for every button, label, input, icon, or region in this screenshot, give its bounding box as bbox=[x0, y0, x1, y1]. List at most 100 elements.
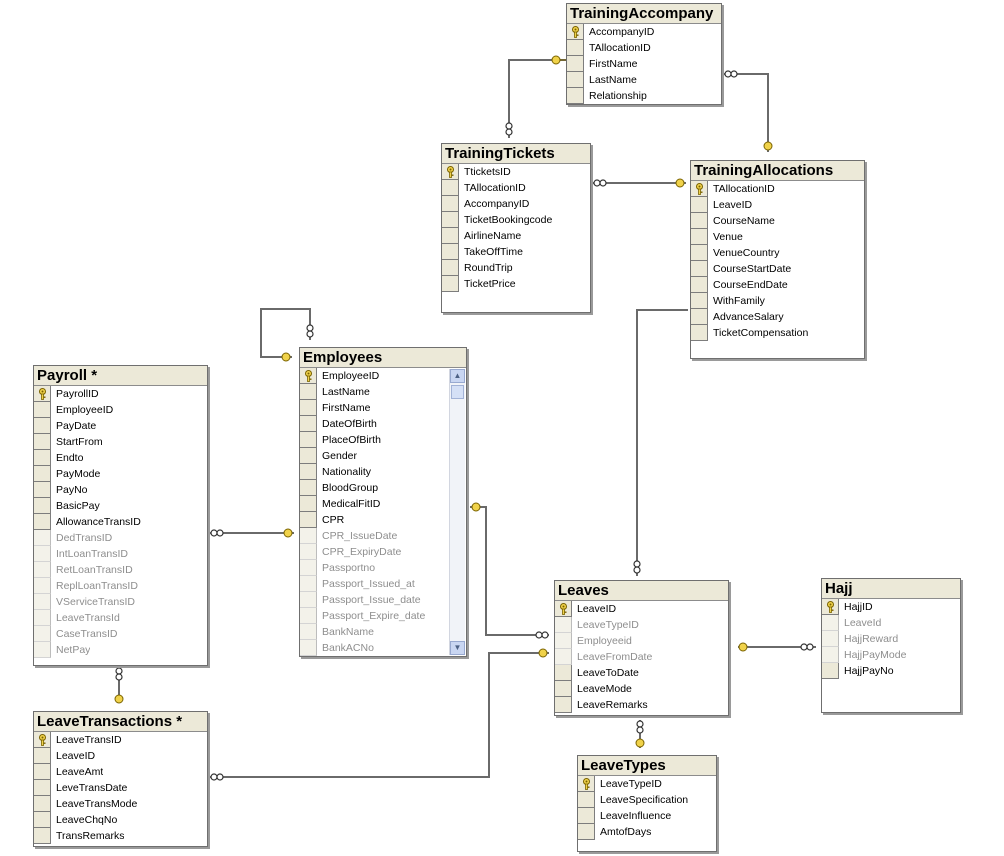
table-title[interactable]: Leaves bbox=[555, 581, 728, 601]
row-selector[interactable] bbox=[555, 617, 572, 633]
table-title[interactable]: Payroll * bbox=[34, 366, 207, 386]
row-selector[interactable] bbox=[300, 624, 317, 640]
column-row[interactable]: PayMode bbox=[34, 466, 207, 482]
row-selector[interactable] bbox=[442, 180, 459, 196]
scroll-up-icon[interactable]: ▲ bbox=[450, 369, 465, 383]
column-row[interactable]: LeaveChqNo bbox=[34, 812, 207, 828]
row-selector[interactable] bbox=[822, 663, 839, 679]
column-row[interactable]: Gender bbox=[300, 448, 466, 464]
column-row[interactable]: TicketBookingcode bbox=[442, 212, 590, 228]
primary-key-icon[interactable] bbox=[822, 599, 839, 615]
column-row[interactable]: DedTransID bbox=[34, 530, 207, 546]
table-title[interactable]: TrainingAccompany bbox=[567, 4, 721, 24]
row-selector[interactable] bbox=[300, 640, 317, 656]
row-selector[interactable] bbox=[34, 642, 51, 658]
column-row[interactable]: Relationship bbox=[567, 88, 721, 104]
column-row[interactable]: PayDate bbox=[34, 418, 207, 434]
primary-key-icon[interactable] bbox=[567, 24, 584, 40]
row-selector[interactable] bbox=[567, 56, 584, 72]
column-row[interactable]: TicketCompensation bbox=[691, 325, 864, 341]
column-row[interactable]: EmployeeID bbox=[34, 402, 207, 418]
primary-key-icon[interactable] bbox=[34, 386, 51, 402]
primary-key-icon[interactable] bbox=[34, 732, 51, 748]
table-title[interactable]: Employees bbox=[300, 348, 466, 368]
column-row[interactable]: PayNo bbox=[34, 482, 207, 498]
column-row[interactable]: LeaveAmt bbox=[34, 764, 207, 780]
column-row[interactable]: RetLoanTransID bbox=[34, 562, 207, 578]
row-selector[interactable] bbox=[691, 325, 708, 341]
column-row[interactable]: CaseTransID bbox=[34, 626, 207, 642]
row-selector[interactable] bbox=[555, 697, 572, 713]
column-row[interactable]: LeaveMode bbox=[555, 681, 728, 697]
column-row[interactable]: StartFrom bbox=[34, 434, 207, 450]
table-title[interactable]: LeaveTypes bbox=[578, 756, 716, 776]
row-selector[interactable] bbox=[34, 610, 51, 626]
column-row[interactable]: LeveTransDate bbox=[34, 780, 207, 796]
row-selector[interactable] bbox=[578, 824, 595, 840]
row-selector[interactable] bbox=[34, 764, 51, 780]
column-row[interactable]: VenueCountry bbox=[691, 245, 864, 261]
row-selector[interactable] bbox=[34, 498, 51, 514]
column-row[interactable]: TAllocationID bbox=[567, 40, 721, 56]
row-selector[interactable] bbox=[300, 544, 317, 560]
primary-key-icon[interactable] bbox=[442, 164, 459, 180]
row-selector[interactable] bbox=[300, 448, 317, 464]
row-selector[interactable] bbox=[300, 384, 317, 400]
primary-key-icon[interactable] bbox=[300, 368, 317, 384]
row-selector[interactable] bbox=[300, 400, 317, 416]
column-row[interactable]: AmtofDays bbox=[578, 824, 716, 840]
column-row[interactable]: HajjPayNo bbox=[822, 663, 960, 679]
row-selector[interactable] bbox=[691, 309, 708, 325]
column-row[interactable]: Employeeid bbox=[555, 633, 728, 649]
column-row[interactable]: AdvanceSalary bbox=[691, 309, 864, 325]
column-row[interactable]: CourseEndDate bbox=[691, 277, 864, 293]
column-row[interactable]: LeaveInfluence bbox=[578, 808, 716, 824]
column-row[interactable]: LeaveSpecification bbox=[578, 792, 716, 808]
row-selector[interactable] bbox=[34, 530, 51, 546]
row-selector[interactable] bbox=[691, 229, 708, 245]
row-selector[interactable] bbox=[300, 608, 317, 624]
row-selector[interactable] bbox=[567, 88, 584, 104]
row-selector[interactable] bbox=[300, 416, 317, 432]
row-selector[interactable] bbox=[34, 626, 51, 642]
column-row[interactable]: LeaveTransId bbox=[34, 610, 207, 626]
column-row[interactable]: BloodGroup bbox=[300, 480, 466, 496]
row-selector[interactable] bbox=[34, 562, 51, 578]
column-row[interactable]: Nationality bbox=[300, 464, 466, 480]
row-selector[interactable] bbox=[34, 450, 51, 466]
column-row[interactable]: VServiceTransID bbox=[34, 594, 207, 610]
column-row[interactable]: EmployeeID bbox=[300, 368, 466, 384]
column-row[interactable]: TicketPrice bbox=[442, 276, 590, 292]
column-row[interactable]: HajjID bbox=[822, 599, 960, 615]
row-selector[interactable] bbox=[34, 546, 51, 562]
scroll-down-icon[interactable]: ▼ bbox=[450, 641, 465, 655]
row-selector[interactable] bbox=[822, 631, 839, 647]
column-row[interactable]: LastName bbox=[300, 384, 466, 400]
column-row[interactable]: LeaveToDate bbox=[555, 665, 728, 681]
column-row[interactable]: RoundTrip bbox=[442, 260, 590, 276]
column-row[interactable]: CPR_IssueDate bbox=[300, 528, 466, 544]
row-selector[interactable] bbox=[442, 244, 459, 260]
row-selector[interactable] bbox=[300, 576, 317, 592]
row-selector[interactable] bbox=[567, 40, 584, 56]
row-selector[interactable] bbox=[34, 780, 51, 796]
scroll-thumb[interactable] bbox=[451, 385, 464, 399]
column-row[interactable]: AccompanyID bbox=[442, 196, 590, 212]
row-selector[interactable] bbox=[34, 514, 51, 530]
row-selector[interactable] bbox=[34, 796, 51, 812]
row-selector[interactable] bbox=[442, 228, 459, 244]
row-selector[interactable] bbox=[300, 496, 317, 512]
row-selector[interactable] bbox=[691, 245, 708, 261]
row-selector[interactable] bbox=[34, 418, 51, 434]
column-row[interactable]: BasicPay bbox=[34, 498, 207, 514]
column-row[interactable]: TAllocationID bbox=[691, 181, 864, 197]
row-selector[interactable] bbox=[300, 592, 317, 608]
row-selector[interactable] bbox=[567, 72, 584, 88]
column-row[interactable]: HajjPayMode bbox=[822, 647, 960, 663]
